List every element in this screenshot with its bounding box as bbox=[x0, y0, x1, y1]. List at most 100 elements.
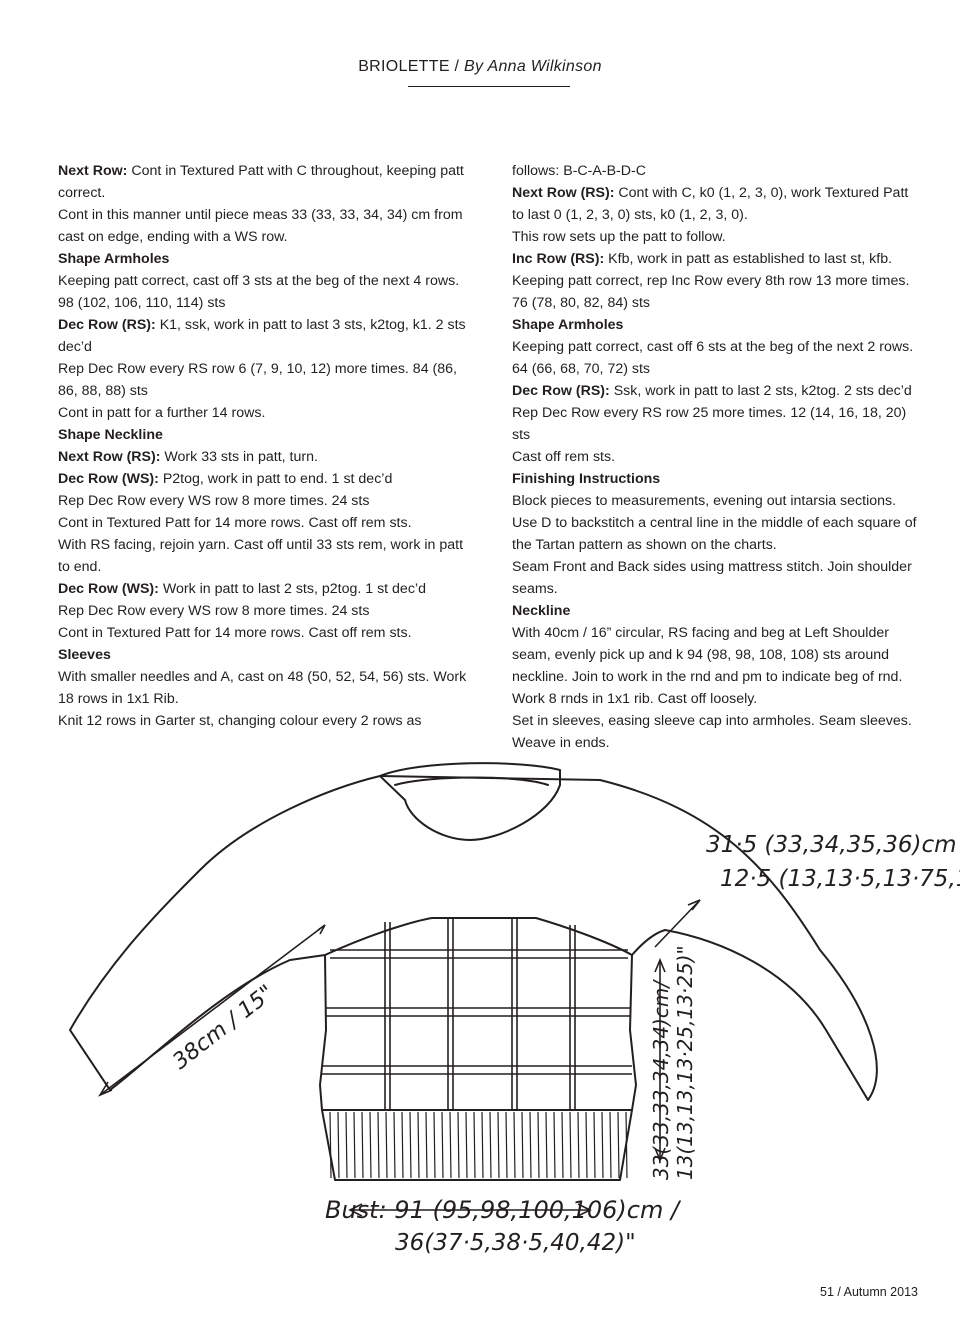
instruction-label: Shape Armholes bbox=[58, 251, 170, 267]
instruction-text: Rep Dec Row every RS row 6 (7, 9, 10, 12… bbox=[58, 361, 457, 399]
instruction-paragraph: Use D to backstitch a central line in th… bbox=[512, 512, 924, 556]
instruction-paragraph: Keeping patt correct, cast off 6 sts at … bbox=[512, 336, 924, 380]
instruction-label: Dec Row (WS): bbox=[58, 471, 159, 487]
neckband bbox=[379, 762, 561, 841]
instruction-text: This row sets up the patt to follow. bbox=[512, 229, 726, 245]
instruction-label: Inc Row (RS): bbox=[512, 251, 605, 267]
yoke-line bbox=[324, 917, 633, 956]
measure-arrows bbox=[98, 899, 701, 1217]
instruction-paragraph: Seam Front and Back sides using mattress… bbox=[512, 556, 924, 600]
instruction-paragraph: Block pieces to measurements, evening ou… bbox=[512, 490, 924, 512]
instruction-paragraph: With 40cm / 16” circular, RS facing and … bbox=[512, 622, 924, 688]
instruction-text: Keeping patt correct, cast off 3 sts at … bbox=[58, 273, 460, 311]
instruction-text: Cont in Textured Patt with C throughout,… bbox=[58, 163, 464, 201]
instruction-paragraph: Cont in this manner until piece meas 33 … bbox=[58, 204, 470, 248]
page-header: BRIOLETTE / By Anna Wilkinson bbox=[0, 58, 960, 76]
instruction-paragraph: Neckline bbox=[512, 600, 924, 622]
instruction-paragraph: Dec Row (WS): Work in patt to last 2 sts… bbox=[58, 578, 470, 600]
pattern-title: BRIOLETTE bbox=[358, 58, 450, 75]
instruction-paragraph: Rep Dec Row every WS row 8 more times. 2… bbox=[58, 490, 470, 512]
instruction-text: Keeping patt correct, cast off 6 sts at … bbox=[512, 339, 914, 377]
instruction-paragraph: Weave in ends. bbox=[512, 732, 924, 754]
instruction-paragraph: Cont in Textured Patt for 14 more rows. … bbox=[58, 622, 470, 644]
instruction-paragraph: Knit 12 rows in Garter st, changing colo… bbox=[58, 710, 470, 732]
instruction-text: Cont in Textured Patt for 14 more rows. … bbox=[58, 515, 412, 531]
instruction-text: Weave in ends. bbox=[512, 735, 610, 751]
instruction-text: Cont in this manner until piece meas 33 … bbox=[58, 207, 463, 245]
tartan-grid bbox=[322, 918, 632, 1110]
instruction-label: Dec Row (RS): bbox=[58, 317, 156, 333]
instruction-paragraph: Work 8 rnds in 1x1 rib. Cast off loosely… bbox=[512, 688, 924, 710]
instruction-text: Use D to backstitch a central line in th… bbox=[512, 515, 917, 553]
instruction-paragraph: Cast off rem sts. bbox=[512, 446, 924, 468]
instruction-text: Set in sleeves, easing sleeve cap into a… bbox=[512, 713, 912, 729]
instruction-text: P2tog, work in patt to end. 1 st dec’d bbox=[158, 471, 393, 487]
bust-cm-label: Bust: 91 (95,98,100,106)cm / bbox=[325, 1196, 682, 1224]
instruction-text: K1, ssk, work in patt to last 3 sts, k2t… bbox=[58, 317, 466, 355]
instruction-paragraph: With RS facing, rejoin yarn. Cast off un… bbox=[58, 534, 470, 578]
instruction-text: Seam Front and Back sides using mattress… bbox=[512, 559, 912, 597]
instruction-label: Next Row: bbox=[58, 163, 128, 179]
instruction-text: Rep Dec Row every RS row 25 more times. … bbox=[512, 405, 907, 443]
instruction-text: follows: B-C-A-B-D-C bbox=[512, 163, 646, 179]
instruction-text: With smaller needles and A, cast on 48 (… bbox=[58, 669, 467, 707]
instruction-paragraph: Rep Dec Row every RS row 6 (7, 9, 10, 12… bbox=[58, 358, 470, 402]
instruction-text: Ssk, work in patt to last 2 sts, k2tog. … bbox=[609, 383, 912, 399]
instruction-label: Shape Neckline bbox=[58, 427, 163, 443]
instruction-text: Kfb, work in patt as established to last… bbox=[604, 251, 893, 267]
instruction-paragraph: Shape Neckline bbox=[58, 424, 470, 446]
instruction-paragraph: Set in sleeves, easing sleeve cap into a… bbox=[512, 710, 924, 732]
instruction-text: Rep Dec Row every WS row 8 more times. 2… bbox=[58, 603, 370, 619]
instruction-label: Sleeves bbox=[58, 647, 111, 663]
instruction-paragraph: Inc Row (RS): Kfb, work in patt as estab… bbox=[512, 248, 924, 270]
instruction-paragraph: Shape Armholes bbox=[512, 314, 924, 336]
header-rule bbox=[408, 86, 570, 87]
instruction-paragraph: Dec Row (RS): K1, ssk, work in patt to l… bbox=[58, 314, 470, 358]
instruction-paragraph: With smaller needles and A, cast on 48 (… bbox=[58, 666, 470, 710]
instruction-paragraph: Finishing Instructions bbox=[512, 468, 924, 490]
instruction-paragraph: follows: B-C-A-B-D-C bbox=[512, 160, 924, 182]
instruction-text: Block pieces to measurements, evening ou… bbox=[512, 493, 897, 509]
instruction-label: Dec Row (WS): bbox=[58, 581, 159, 597]
instruction-paragraph: Cont in Textured Patt for 14 more rows. … bbox=[58, 512, 470, 534]
sweater-schematic: 31·5 (33,34,35,36)cm / 12·5 (13,13·5,13·… bbox=[69, 762, 960, 1256]
right-column: follows: B-C-A-B-D-C Next Row (RS): Cont … bbox=[512, 160, 924, 754]
instruction-text: Rep Dec Row every WS row 8 more times. 2… bbox=[58, 493, 370, 509]
instruction-label: Dec Row (RS): bbox=[512, 383, 610, 399]
bust-in-label: 36(37·5,38·5,40,42)" bbox=[395, 1230, 636, 1256]
instruction-text: Cont with C, k0 (1, 2, 3, 0), work Textu… bbox=[512, 185, 909, 223]
instruction-text: Work 8 rnds in 1x1 rib. Cast off loosely… bbox=[512, 691, 758, 707]
instruction-text: Work 33 sts in patt, turn. bbox=[160, 449, 318, 465]
instruction-text: Keeping patt correct, rep Inc Row every … bbox=[512, 273, 910, 311]
instruction-text: Cont in patt for a further 14 rows. bbox=[58, 405, 266, 421]
instruction-paragraph: Next Row: Cont in Textured Patt with C t… bbox=[58, 160, 470, 204]
shoulder-cm-label: 31·5 (33,34,35,36)cm / bbox=[706, 832, 960, 858]
instruction-label: Next Row (RS): bbox=[512, 185, 615, 201]
left-column: Next Row: Cont in Textured Patt with C t… bbox=[58, 160, 470, 732]
instruction-paragraph: Sleeves bbox=[58, 644, 470, 666]
page-footer: 51 / Autumn 2013 bbox=[820, 1285, 918, 1299]
instruction-paragraph: Shape Armholes bbox=[58, 248, 470, 270]
instruction-paragraph: Keeping patt correct, rep Inc Row every … bbox=[512, 270, 924, 314]
instruction-text: Cont in Textured Patt for 14 more rows. … bbox=[58, 625, 412, 641]
pattern-author: By Anna Wilkinson bbox=[464, 58, 602, 75]
instruction-paragraph: Dec Row (RS): Ssk, work in patt to last … bbox=[512, 380, 924, 402]
instruction-paragraph: Keeping patt correct, cast off 3 sts at … bbox=[58, 270, 470, 314]
instruction-label: Finishing Instructions bbox=[512, 471, 661, 487]
instruction-paragraph: Cont in patt for a further 14 rows. bbox=[58, 402, 470, 424]
instruction-text: Cast off rem sts. bbox=[512, 449, 616, 465]
shoulder-in-label: 12·5 (13,13·5,13·75,14)" bbox=[720, 866, 960, 892]
instruction-label: Neckline bbox=[512, 603, 571, 619]
instruction-label: Shape Armholes bbox=[512, 317, 624, 333]
instruction-paragraph: This row sets up the patt to follow. bbox=[512, 226, 924, 248]
instruction-paragraph: Next Row (RS): Work 33 sts in patt, turn… bbox=[58, 446, 470, 468]
instruction-paragraph: Next Row (RS): Cont with C, k0 (1, 2, 3,… bbox=[512, 182, 924, 226]
instruction-text: Work in patt to last 2 sts, p2tog. 1 st … bbox=[158, 581, 426, 597]
instruction-paragraph: Rep Dec Row every RS row 25 more times. … bbox=[512, 402, 924, 446]
instruction-label: Next Row (RS): bbox=[58, 449, 161, 465]
instruction-paragraph: Rep Dec Row every WS row 8 more times. 2… bbox=[58, 600, 470, 622]
instruction-text: With 40cm / 16” circular, RS facing and … bbox=[512, 625, 903, 685]
length-cm-label: 33(33,33,34,34)cm/ bbox=[649, 979, 673, 1180]
instruction-text: With RS facing, rejoin yarn. Cast off un… bbox=[58, 537, 464, 575]
length-in-label: 13(13,13,13·25,13·25)" bbox=[673, 945, 697, 1180]
